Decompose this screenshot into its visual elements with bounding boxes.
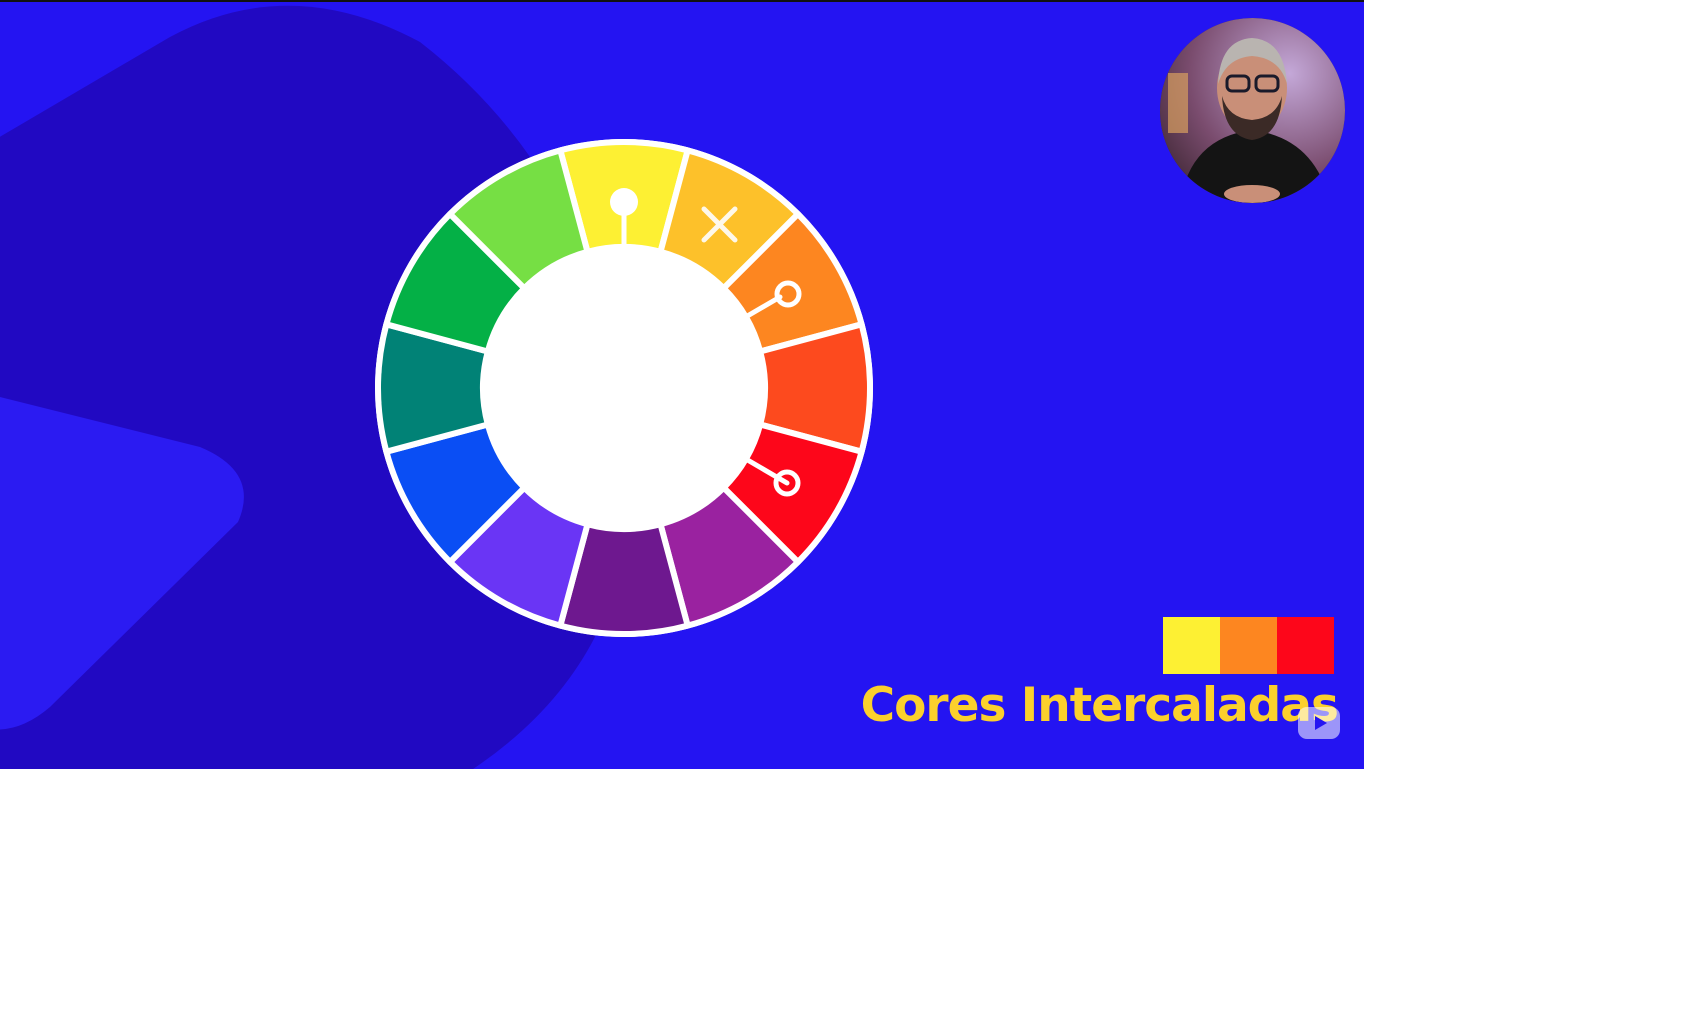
color-wheel bbox=[375, 139, 873, 637]
youtube-play-icon[interactable] bbox=[1298, 707, 1340, 739]
marker-yellow-dot bbox=[610, 188, 638, 216]
line-to-red bbox=[621, 385, 790, 486]
x-icon bbox=[701, 206, 738, 243]
slide-title: Cores Intercaladas bbox=[860, 678, 1339, 733]
selected-color-swatches bbox=[1163, 617, 1334, 674]
wheel-segment-yellow-green bbox=[447, 147, 591, 292]
swatch-yellow bbox=[1163, 617, 1220, 674]
video-frame[interactable]: Cores Intercaladas bbox=[0, 0, 1364, 769]
marker-orange-ring bbox=[774, 280, 802, 308]
swatch-orange bbox=[1220, 617, 1277, 674]
background-rounded-triangle bbox=[0, 397, 244, 730]
marker-red-ring bbox=[773, 469, 801, 497]
swatch-red bbox=[1277, 617, 1334, 674]
line-to-orange bbox=[621, 294, 783, 391]
wheel-connector-lines bbox=[621, 201, 790, 486]
presenter-webcam-icon bbox=[1160, 18, 1345, 203]
